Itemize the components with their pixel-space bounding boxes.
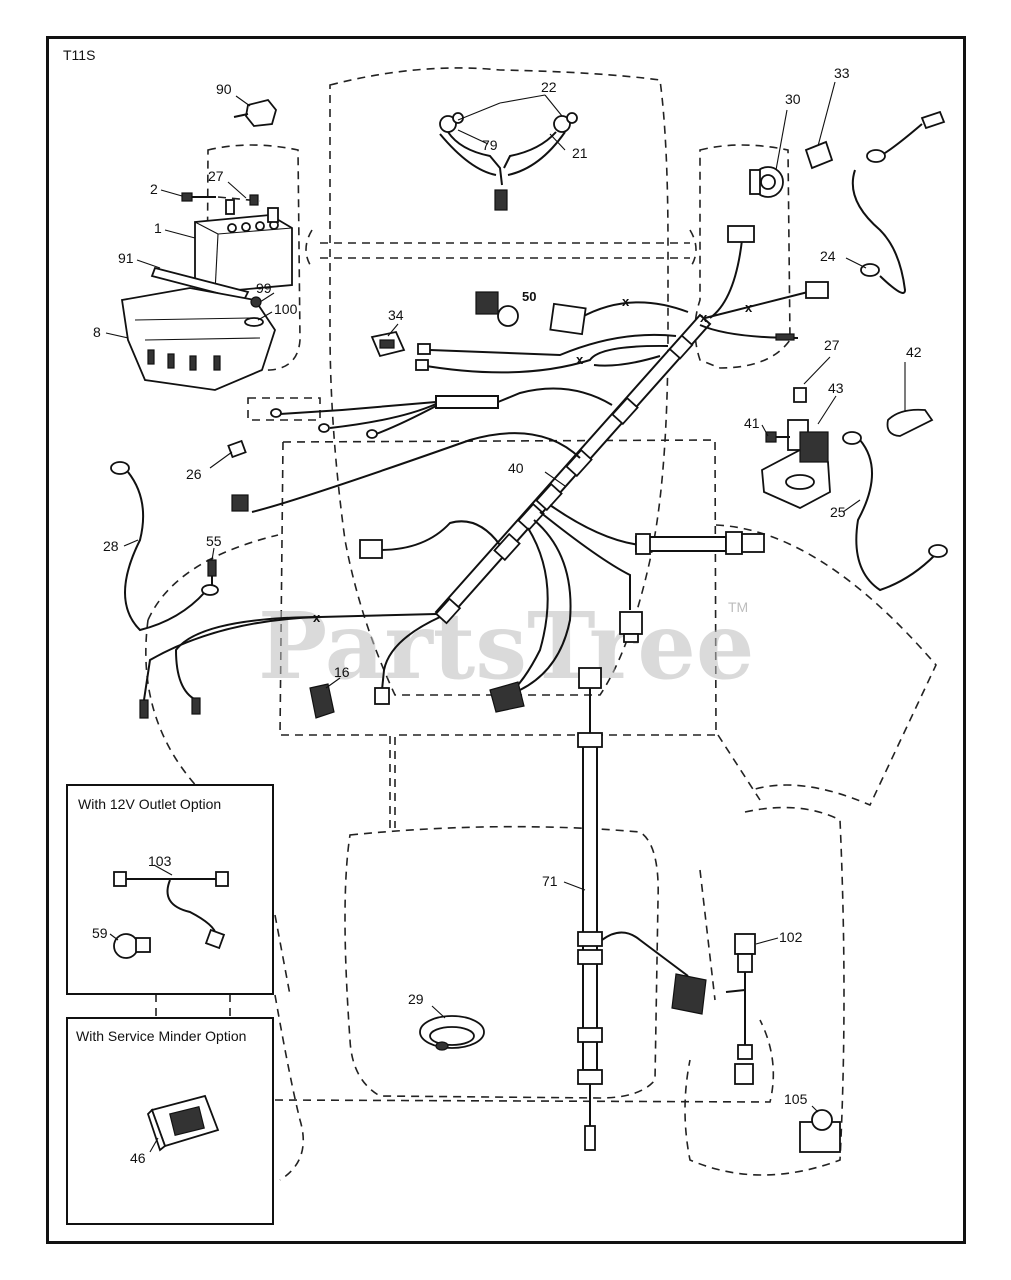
callout-42: 42 — [906, 344, 922, 360]
callout-41: 41 — [744, 415, 760, 431]
main-harness-40: x x x x x — [139, 225, 829, 719]
callout-21: 21 — [572, 145, 588, 161]
svg-text:x: x — [576, 352, 584, 367]
battery-assembly — [120, 192, 293, 391]
bolt-55 — [207, 559, 217, 586]
callout-22: 22 — [541, 79, 557, 95]
callout-100: 100 — [274, 301, 298, 317]
callout-1: 1 — [154, 220, 162, 236]
leader-lines — [105, 81, 906, 1153]
callout-34: 34 — [388, 307, 404, 323]
fuse-26 — [227, 439, 247, 459]
callout-71: 71 — [542, 873, 558, 889]
outlet-option-box: With 12V Outlet Option — [66, 784, 274, 995]
callout-27-solenoid: 27 — [824, 337, 840, 353]
cable-28 — [110, 461, 219, 632]
svg-text:x: x — [745, 300, 753, 315]
harness-71 — [577, 667, 707, 1151]
callout-27: 27 — [208, 168, 224, 184]
switch-102 — [725, 933, 756, 1085]
callout-8: 8 — [93, 324, 101, 340]
callout-2: 2 — [150, 181, 158, 197]
callout-46: 46 — [130, 1150, 146, 1166]
callout-16: 16 — [334, 664, 350, 680]
callout-33: 33 — [834, 65, 850, 81]
switch-50 — [475, 291, 519, 327]
callout-25: 25 — [830, 504, 846, 520]
part-90-plug — [233, 98, 277, 127]
callout-29: 29 — [408, 991, 424, 1007]
callout-79: 79 — [482, 137, 498, 153]
svg-text:x: x — [313, 610, 321, 625]
diagram-frame — [46, 36, 966, 1244]
diagram-id: T11S — [63, 47, 95, 63]
watermark: PartsTree TM — [258, 592, 754, 700]
callout-91: 91 — [118, 250, 134, 266]
callout-40: 40 — [508, 460, 524, 476]
callout-43: 43 — [828, 380, 844, 396]
callout-24: 24 — [820, 248, 836, 264]
callout-labels: T11S 2 27 1 91 8 99 100 90 22 79 21 30 3… — [63, 47, 922, 1166]
svg-text:PartsTree: PartsTree — [258, 592, 754, 700]
callout-50: 50 — [522, 289, 536, 304]
switch-34 — [370, 330, 406, 358]
headlight-harness — [439, 112, 578, 211]
callout-28: 28 — [103, 538, 119, 554]
svg-text:x: x — [622, 294, 630, 309]
callout-55: 55 — [206, 533, 222, 549]
ignition-switch — [749, 140, 834, 198]
solenoid-105 — [799, 1109, 841, 1153]
chassis-outlines — [145, 67, 937, 1181]
service-minder-option-title: With Service Minder Option — [76, 1028, 246, 1044]
outlet-option-title: With 12V Outlet Option — [78, 796, 221, 812]
callout-90: 90 — [216, 81, 232, 97]
callout-102: 102 — [779, 929, 803, 945]
connector-16 — [309, 683, 335, 719]
service-minder-option-box: With Service Minder Option — [66, 1017, 274, 1225]
callout-105: 105 — [784, 1091, 808, 1107]
callout-99: 99 — [256, 280, 272, 296]
svg-text:TM: TM — [728, 599, 748, 615]
solenoid-43 — [761, 387, 831, 510]
callout-30: 30 — [785, 91, 801, 107]
boot-42 — [886, 408, 934, 437]
hour-meter-29 — [419, 1015, 485, 1051]
cable-24 — [851, 110, 946, 294]
svg-text:x: x — [700, 310, 708, 325]
callout-103: 103 — [148, 853, 172, 869]
callout-59: 59 — [92, 925, 108, 941]
callout-26: 26 — [186, 466, 202, 482]
cable-25 — [842, 431, 948, 592]
